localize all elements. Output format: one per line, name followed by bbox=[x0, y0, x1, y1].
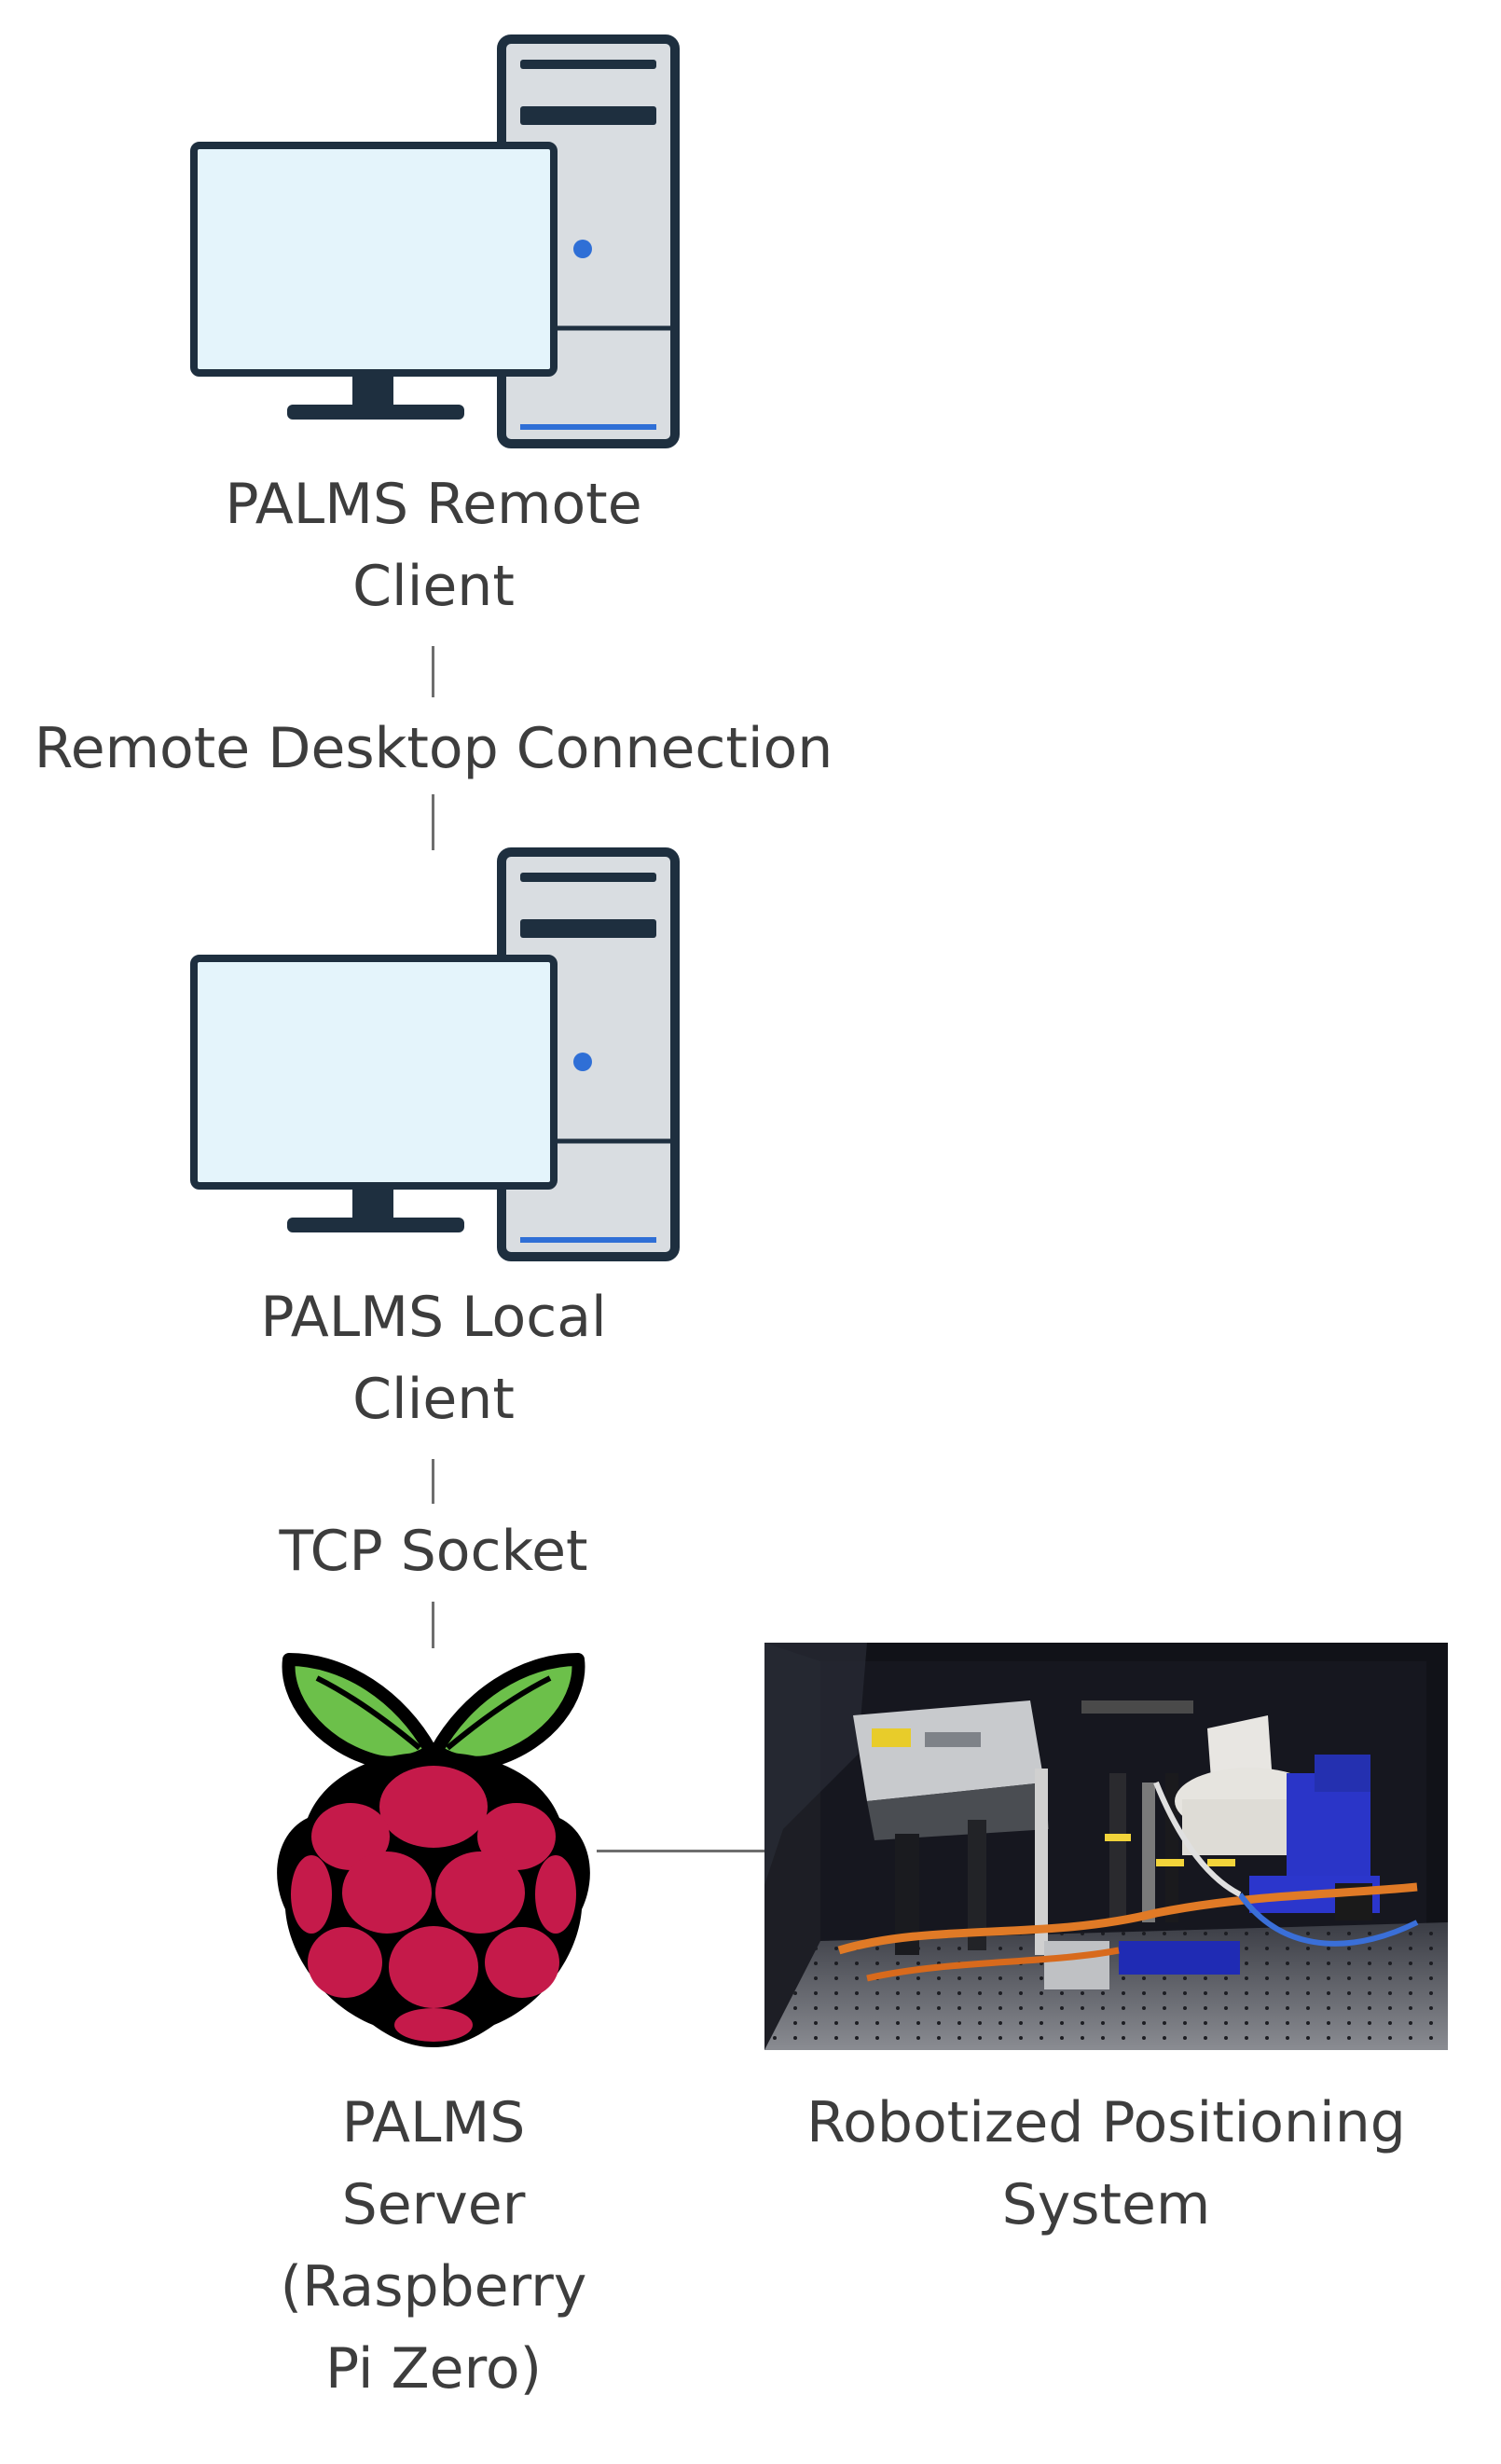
tcp-socket-label: TCP Socket bbox=[279, 1519, 588, 1584]
connector-line bbox=[597, 1850, 764, 1852]
positioning-system-label-line2: System bbox=[1001, 2172, 1211, 2237]
remote-desktop-connection-label: Remote Desktop Connection bbox=[34, 716, 833, 781]
server-label-line1: PALMS bbox=[341, 2090, 526, 2155]
server-label-line4: Pi Zero) bbox=[324, 2336, 543, 2402]
remote-client-label-line2: Client bbox=[352, 554, 515, 619]
connector-line bbox=[432, 646, 434, 697]
remote-client-label-line1: PALMS Remote bbox=[225, 472, 642, 537]
connector-line bbox=[432, 1459, 434, 1504]
server-label: PALMS Server (Raspberry Pi Zero) bbox=[131, 2082, 737, 2410]
remote-client-label: PALMS Remote Client bbox=[131, 463, 737, 627]
server-label-line2: Server bbox=[341, 2172, 526, 2237]
local-client-label-line1: PALMS Local bbox=[260, 1285, 607, 1350]
local-client-label: PALMS Local Client bbox=[131, 1276, 737, 1440]
positioning-system-label: Robotized Positioning System bbox=[764, 2082, 1448, 2246]
remote-client-computer-icon bbox=[186, 34, 681, 453]
connector-line bbox=[432, 1602, 434, 1648]
connector-line bbox=[432, 794, 434, 850]
server-label-line3: (Raspberry bbox=[280, 2254, 587, 2319]
raspberry-pi-logo-icon bbox=[261, 1641, 606, 2051]
positioning-system-label-line1: Robotized Positioning bbox=[806, 2090, 1406, 2155]
local-client-label-line2: Client bbox=[352, 1367, 515, 1432]
positioning-system-photo bbox=[764, 1643, 1448, 2050]
local-client-computer-icon bbox=[186, 847, 681, 1266]
